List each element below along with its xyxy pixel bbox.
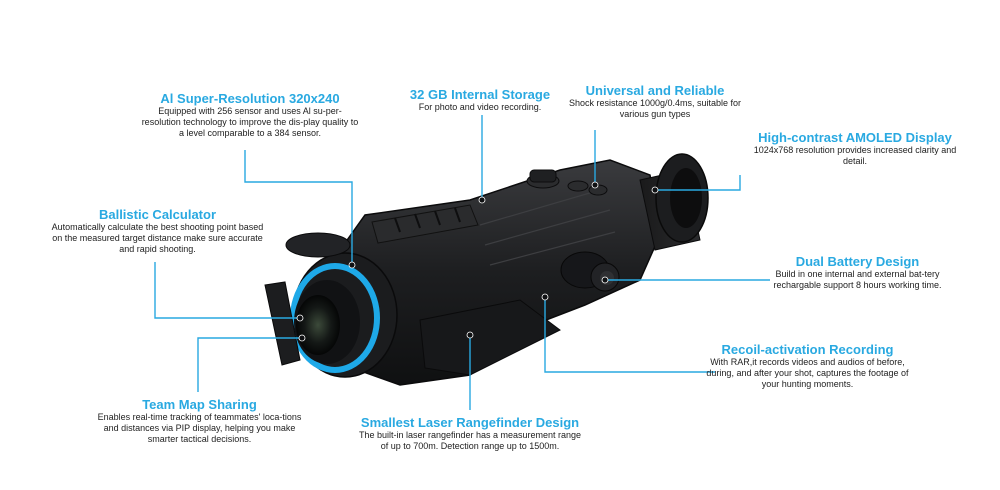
callout-dot-universal	[591, 181, 599, 189]
callout-dot-ballistic	[296, 314, 304, 322]
feature-ai-super-resolution: Al Super-Resolution 320x240 Equipped wit…	[140, 91, 360, 139]
top-control-buttons	[526, 169, 608, 196]
feature-universal-reliable: Universal and Reliable Shock resistance …	[560, 83, 750, 120]
callout-dot-recoil	[541, 293, 549, 301]
feature-ballistic-calculator: Ballistic Calculator Automatically calcu…	[50, 207, 265, 255]
feature-desc: Build in one internal and external bat-t…	[773, 269, 942, 290]
feature-desc: 1024x768 resolution provides increased c…	[753, 145, 957, 166]
callout-line-ai	[244, 150, 353, 265]
feature-desc: With RAR,it records videos and audios of…	[706, 357, 909, 389]
callout-dot-amoled	[651, 186, 659, 194]
feature-team-map: Team Map Sharing Enables real-time track…	[92, 397, 307, 445]
feature-internal-storage: 32 GB Internal Storage For photo and vid…	[385, 87, 575, 113]
feature-desc: For photo and video recording.	[418, 102, 542, 112]
feature-title: Team Map Sharing	[142, 397, 257, 412]
feature-desc: Automatically calculate the best shootin…	[51, 222, 264, 254]
feature-title: Dual Battery Design	[795, 254, 920, 269]
callout-line-recoil	[544, 297, 715, 373]
callout-dot-ai	[348, 261, 356, 269]
feature-desc: The built-in laser rangefinder has a mea…	[358, 430, 582, 451]
feature-title: Universal and Reliable	[585, 83, 725, 98]
feature-title: Al Super-Resolution 320x240	[160, 91, 340, 106]
feature-title: 32 GB Internal Storage	[409, 87, 551, 102]
callout-line-teammap	[197, 337, 302, 392]
feature-title: Ballistic Calculator	[98, 207, 217, 222]
feature-title: Smallest Laser Rangefinder Design	[360, 415, 580, 430]
feature-recoil-recording: Recoil-activation Recording With RAR,it …	[705, 342, 910, 390]
callout-line-ballistic	[154, 262, 300, 319]
callout-dot-laser	[466, 331, 474, 339]
objective-lens	[264, 232, 398, 378]
callout-lines	[154, 115, 770, 410]
feature-desc: Shock resistance 1000g/0.4ms, suitable f…	[568, 98, 742, 119]
feature-desc: Equipped with 256 sensor and uses Al su-…	[141, 106, 359, 138]
feature-desc: Enables real-time tracking of teammates'…	[97, 412, 302, 444]
callout-dot-teammap	[298, 334, 306, 342]
feature-laser-rangefinder: Smallest Laser Rangefinder Design The bu…	[355, 415, 585, 452]
callout-dot-storage	[478, 196, 486, 204]
feature-amoled-display: High-contrast AMOLED Display 1024x768 re…	[750, 130, 960, 167]
feature-title: High-contrast AMOLED Display	[758, 130, 952, 145]
feature-dual-battery: Dual Battery Design Build in one interna…	[770, 254, 945, 291]
callout-dot-battery	[601, 276, 609, 284]
callout-line-amoled	[655, 175, 741, 191]
feature-title: Recoil-activation Recording	[721, 342, 894, 357]
